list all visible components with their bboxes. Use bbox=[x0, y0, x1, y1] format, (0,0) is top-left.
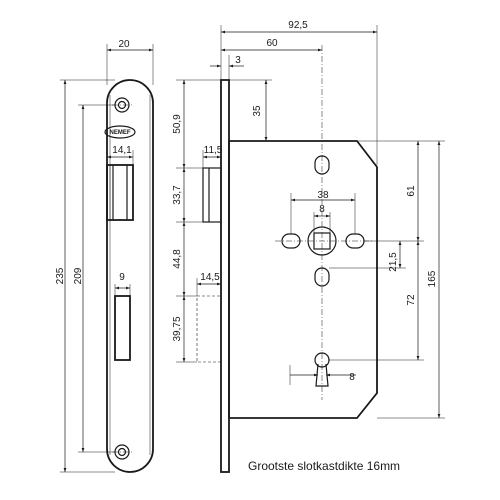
svg-text:44,8: 44,8 bbox=[172, 249, 183, 269]
svg-text:21,5: 21,5 bbox=[388, 252, 399, 272]
dim-latch-height: 33,7 bbox=[172, 168, 203, 223]
dim-hole-offset: 21,5 bbox=[329, 241, 406, 272]
latch-opening bbox=[106, 164, 134, 221]
dim-latch-width: 14,1 bbox=[106, 145, 134, 165]
dim-top-to-case: 35 bbox=[229, 79, 272, 142]
svg-text:92,5: 92,5 bbox=[288, 20, 308, 31]
bolt-opening bbox=[114, 295, 131, 361]
svg-text:20: 20 bbox=[118, 39, 130, 50]
dim-upper-vertical: 61 bbox=[329, 140, 445, 242]
svg-text:35: 35 bbox=[252, 105, 263, 117]
dead-bolt-hidden bbox=[196, 295, 222, 363]
dim-lower-vertical: 72 bbox=[328, 241, 424, 361]
svg-text:8: 8 bbox=[319, 204, 325, 215]
side-forend bbox=[220, 79, 230, 473]
dim-overall-width: 92,5 bbox=[220, 20, 378, 165]
dim-keyhole-spacing: 38 bbox=[290, 190, 356, 234]
svg-text:60: 60 bbox=[266, 38, 278, 49]
svg-text:165: 165 bbox=[427, 270, 438, 287]
dim-latch-to-bolt: 44,8 bbox=[172, 222, 197, 297]
svg-text:14,5: 14,5 bbox=[200, 272, 220, 283]
svg-text:9: 9 bbox=[119, 272, 125, 283]
brand-logo: NEMEF bbox=[104, 125, 136, 139]
dim-cylinder-hole: 8 bbox=[313, 204, 331, 233]
dim-bolt-depth: 14,5 bbox=[196, 272, 221, 296]
svg-text:14,1: 14,1 bbox=[112, 145, 132, 156]
dim-forend-length: 235 bbox=[55, 79, 115, 473]
svg-text:50,9: 50,9 bbox=[172, 114, 183, 134]
dim-forend-width: 20 bbox=[106, 39, 154, 85]
svg-text:235: 235 bbox=[55, 267, 66, 284]
dim-bolt-height: 39,75 bbox=[172, 296, 197, 363]
dim-forend-thickness: 3 bbox=[210, 55, 244, 80]
svg-text:61: 61 bbox=[406, 185, 417, 197]
svg-text:72: 72 bbox=[406, 294, 417, 306]
lock-case bbox=[228, 140, 378, 419]
svg-text:11,5: 11,5 bbox=[204, 145, 223, 156]
svg-text:209: 209 bbox=[73, 267, 84, 284]
dim-bolt-width: 9 bbox=[114, 272, 131, 296]
caption-text: Grootste slotkastdikte 16mm bbox=[248, 459, 400, 473]
svg-text:33,7: 33,7 bbox=[172, 185, 183, 205]
svg-text:3: 3 bbox=[235, 55, 241, 66]
svg-text:38: 38 bbox=[317, 190, 329, 201]
dim-latch-depth: 11,5 bbox=[202, 145, 223, 168]
dim-backset: 60 bbox=[221, 38, 322, 52]
dim-keyhole-detail: 8 bbox=[289, 365, 356, 385]
dim-top-to-latch: 50,9 bbox=[172, 79, 221, 169]
dim-case-height: 165 bbox=[377, 141, 445, 419]
svg-text:NEMEF: NEMEF bbox=[110, 130, 131, 136]
dim-screw-spacing: 209 bbox=[73, 104, 115, 453]
svg-text:39,75: 39,75 bbox=[172, 316, 183, 341]
forend-plate bbox=[106, 79, 154, 473]
center-lines bbox=[275, 45, 372, 400]
latch-bolt-side bbox=[202, 167, 222, 223]
svg-text:8: 8 bbox=[349, 372, 355, 383]
